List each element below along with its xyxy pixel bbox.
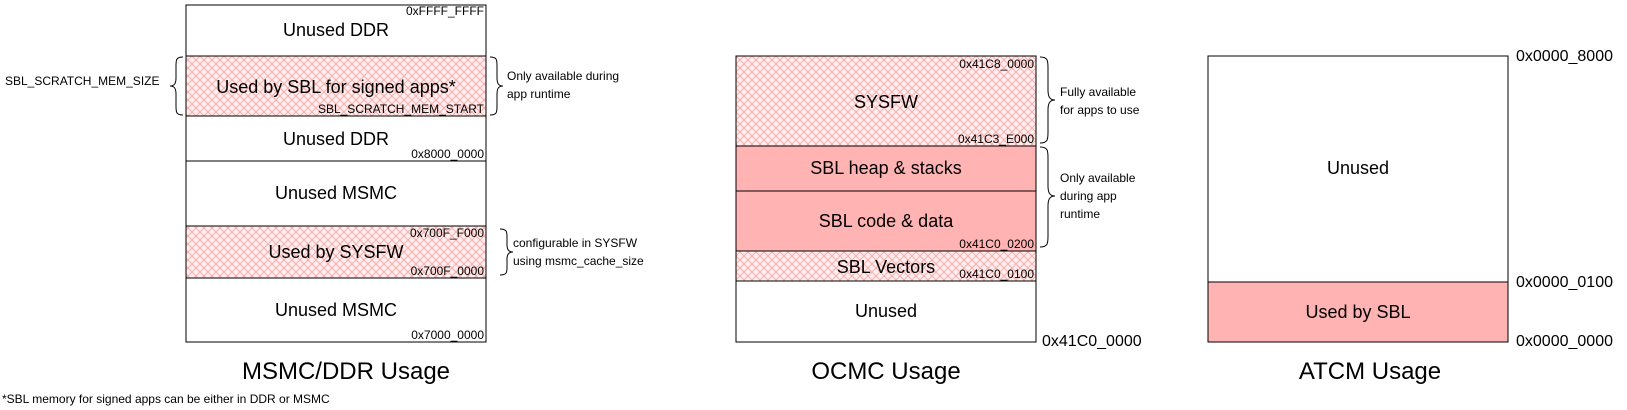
ocmc-region-sbl-vectors — [735, 250, 1037, 282]
region-label: Unused — [855, 301, 917, 321]
region-label: SBL Vectors — [837, 257, 935, 277]
annotation-text: configurable in SYSFW — [513, 236, 638, 250]
address-label: 0x41C0_0000 — [1042, 333, 1142, 350]
region-label: Unused — [1327, 158, 1389, 178]
region-label: Unused DDR — [283, 129, 389, 149]
region-label: Used by SBL — [1305, 302, 1410, 322]
region-label: Used by SBL for signed apps* — [216, 77, 455, 97]
atcm-region-used-by-sbl — [1207, 281, 1509, 343]
right-brace — [1039, 56, 1056, 144]
address-label: 0x0000_0100 — [1516, 274, 1613, 291]
annotation-text: Only available — [1060, 171, 1136, 185]
atcm-map: Unused Used by SBL 0x0000_8000 0x0000_01… — [1207, 48, 1613, 385]
annotation-text: runtime — [1060, 207, 1100, 221]
region-label: Unused DDR — [283, 20, 389, 40]
address-label: 0x700F_F000 — [410, 226, 484, 240]
msmc-region-unused-msmc-bottom — [185, 277, 487, 343]
address-label: 0x41C0_0100 — [959, 267, 1034, 281]
address-label: 0x0000_8000 — [1516, 48, 1613, 65]
annotation-text: app runtime — [507, 87, 571, 101]
region-label: SBL code & data — [819, 211, 954, 231]
ocmc-region-sbl-heap — [735, 145, 1037, 192]
region-label: Unused MSMC — [275, 300, 397, 320]
address-label: 0x41C3_E000 — [958, 132, 1034, 146]
annotation-text: Fully available — [1060, 85, 1136, 99]
region-label: SYSFW — [854, 92, 918, 112]
left-brace — [169, 56, 184, 116]
msmc-region-sbl-signed-apps — [185, 55, 487, 117]
msmc-region-unused-msmc-top — [185, 160, 487, 227]
right-brace — [1039, 146, 1056, 248]
scratch-mem-size-label: SBL_SCRATCH_MEM_SIZE — [5, 74, 159, 88]
address-label: 0x41C0_0200 — [959, 237, 1034, 251]
address-label: 0x700F_0000 — [411, 264, 485, 278]
address-label: 0x8000_0000 — [411, 147, 484, 161]
annotation-text: using msmc_cache_size — [513, 254, 644, 268]
address-label: 0xFFFF_FFFF — [406, 4, 484, 18]
annotation-text: Only available during — [507, 69, 619, 83]
annotation-text: for apps to use — [1060, 103, 1140, 117]
address-label: SBL_SCRATCH_MEM_START — [318, 102, 485, 116]
address-label: 0x0000_0000 — [1516, 333, 1613, 350]
msmc-ddr-map: Unused DDR Used by SBL for signed apps* … — [2, 4, 644, 406]
msmc-region-unused-ddr-top — [185, 4, 487, 57]
right-brace — [489, 56, 504, 116]
right-brace — [499, 228, 514, 276]
annotation-text: during app — [1060, 189, 1117, 203]
ocmc-region-unused — [735, 280, 1037, 343]
diagram-title: OCMC Usage — [811, 358, 960, 385]
footnote: *SBL memory for signed apps can be eithe… — [2, 392, 330, 406]
diagram-title: ATCM Usage — [1299, 358, 1441, 385]
ocmc-map: SYSFW SBL heap & stacks SBL code & data … — [735, 55, 1142, 385]
msmc-region-unused-ddr — [185, 115, 487, 162]
address-label: 0x7000_0000 — [411, 328, 484, 342]
address-label: 0x41C8_0000 — [959, 57, 1034, 71]
region-label: Used by SYSFW — [268, 242, 403, 262]
msmc-region-sysfw — [185, 225, 487, 279]
diagram-title: MSMC/DDR Usage — [242, 358, 450, 385]
atcm-region-unused — [1207, 55, 1509, 283]
region-label: Unused MSMC — [275, 183, 397, 203]
region-label: SBL heap & stacks — [810, 158, 961, 178]
